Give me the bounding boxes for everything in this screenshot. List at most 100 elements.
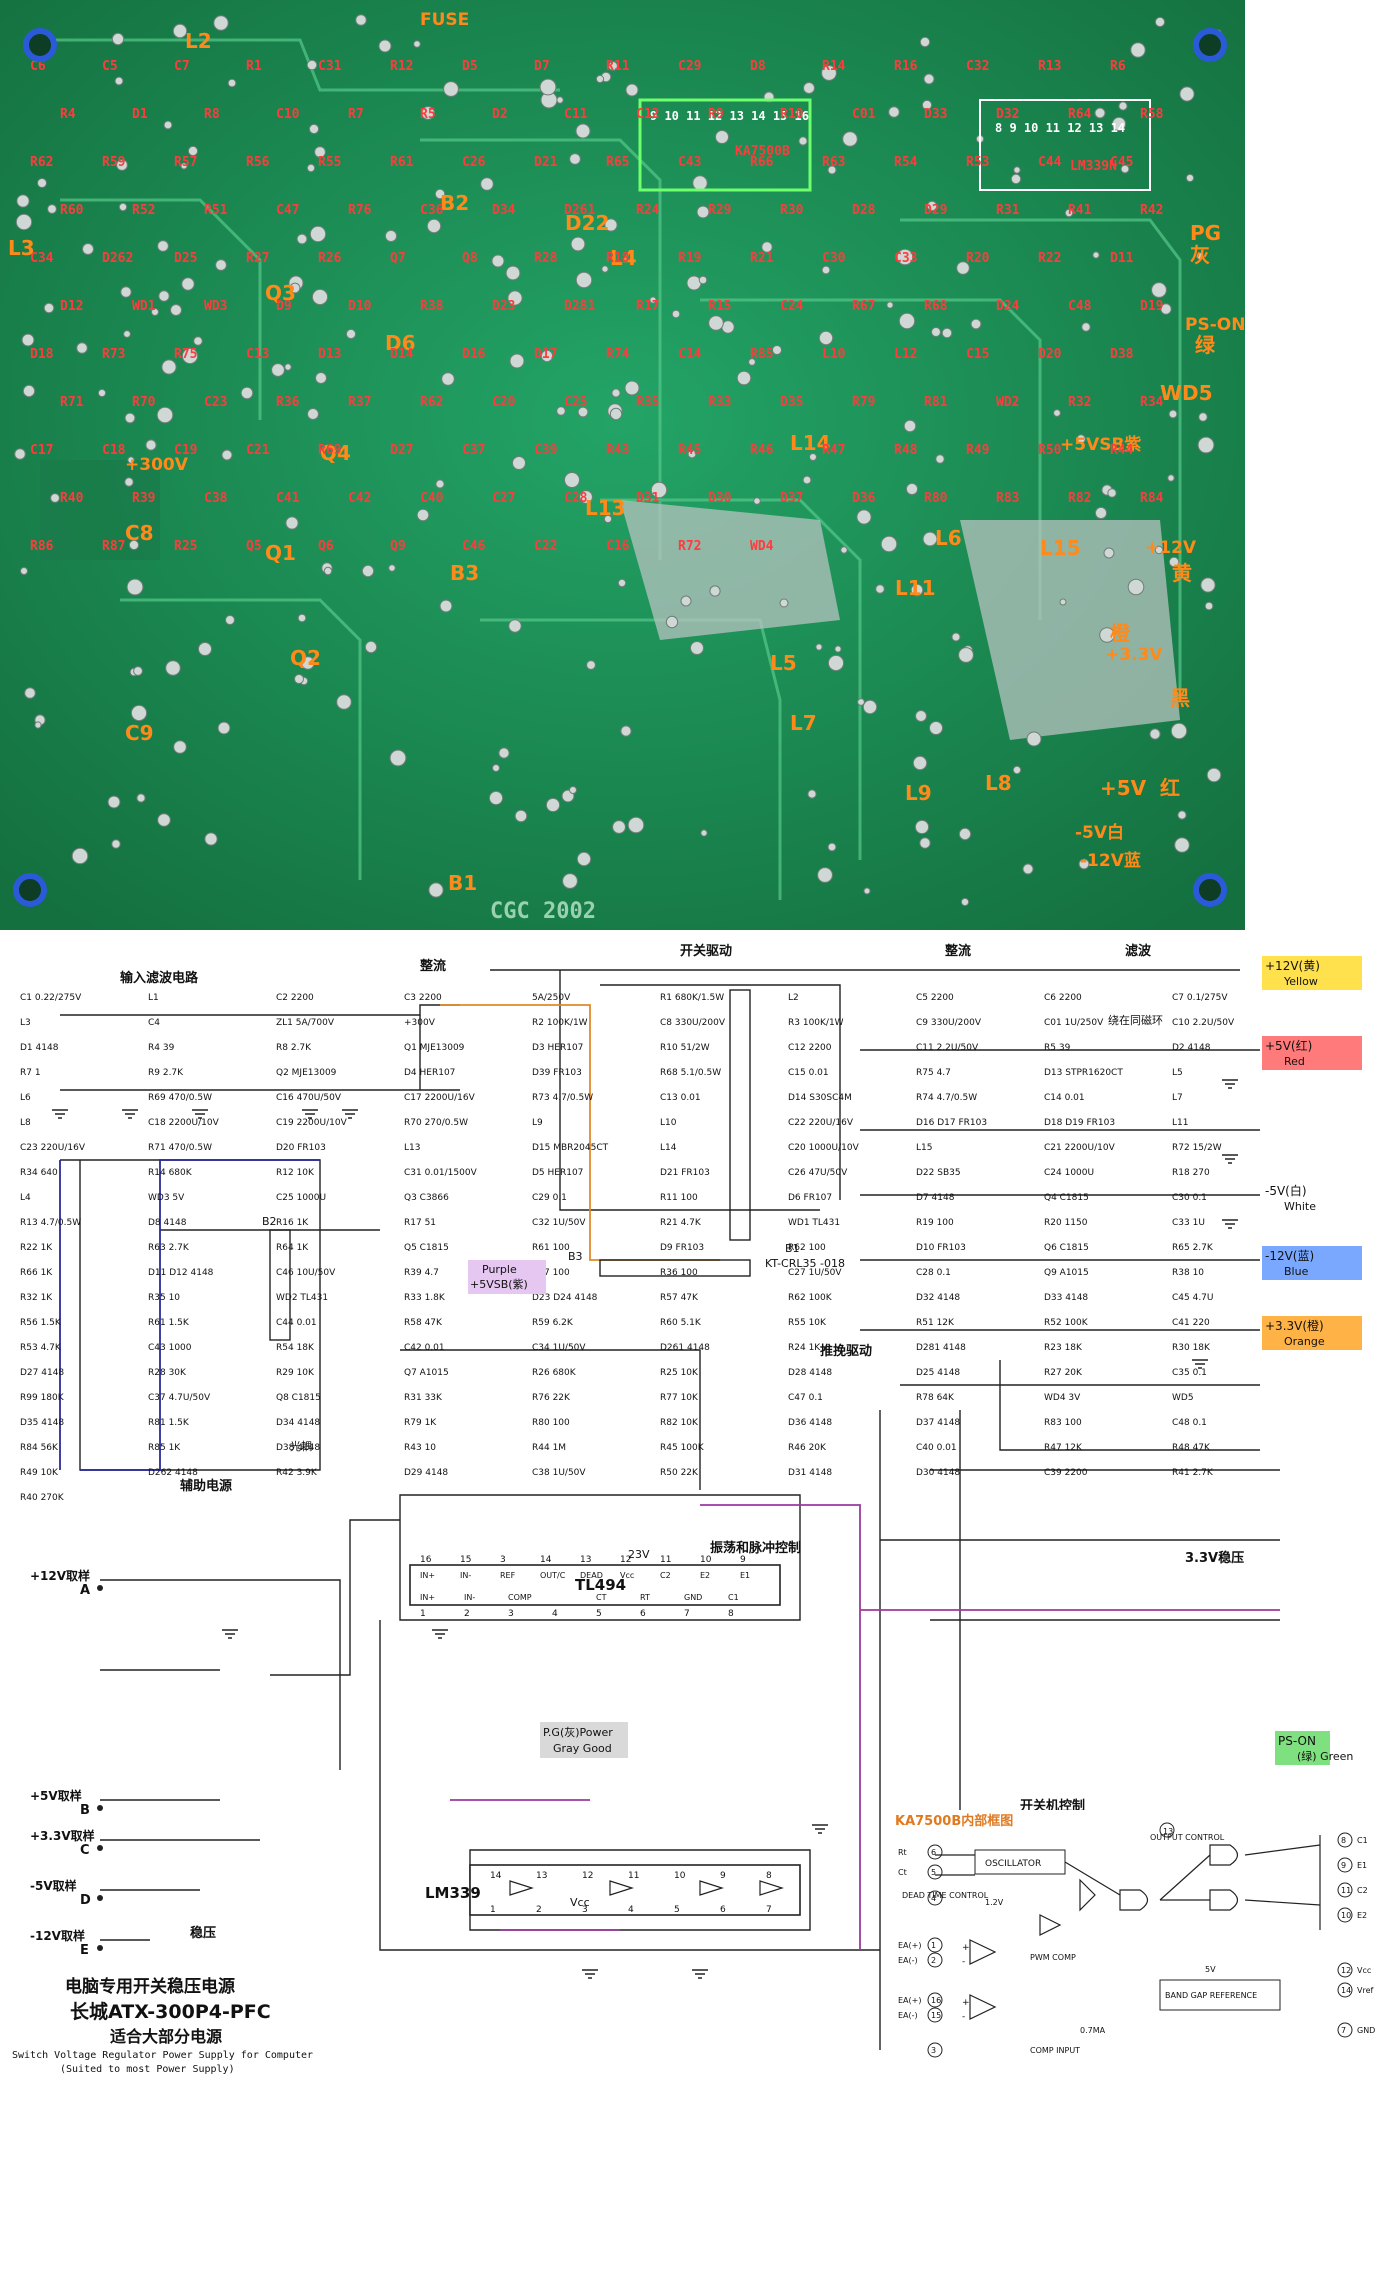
solder-pad	[289, 282, 301, 294]
pcb-red-label: C44	[1038, 155, 1062, 170]
schematic-part-label: R29 10K	[276, 1368, 315, 1378]
solder-pad	[612, 820, 626, 834]
block-left-pin	[927, 2042, 943, 2058]
output-tag-bg	[1262, 1246, 1362, 1280]
schematic-part-label: R49 10K	[20, 1468, 59, 1478]
pcb-red-label: R55	[318, 155, 341, 170]
solder-pad	[14, 448, 26, 460]
solder-pad	[314, 146, 326, 158]
solder-pad	[956, 261, 970, 275]
ground-symbol	[302, 1109, 318, 1119]
block-right-pin-num: 7	[1341, 2026, 1346, 2035]
solder-pad	[491, 254, 505, 268]
block-right-pin-num: 10	[1341, 1911, 1351, 1920]
solder-pad	[1154, 16, 1166, 28]
pcb-red-label: R40	[60, 491, 84, 506]
block-left-pin-name: EA(+)	[898, 1941, 921, 1950]
pcb-red-label: R7	[348, 107, 364, 122]
schematic-part-label: R4 39	[148, 1043, 175, 1053]
lm339-bottom-pin: 5	[674, 1905, 680, 1915]
schematic-part-label: R71 470/0.5W	[148, 1143, 212, 1153]
pcb-red-label: Q5	[246, 539, 262, 554]
tl494-top-pin: 9	[740, 1555, 746, 1565]
solder-pad	[306, 163, 316, 173]
pcb-red-label: R80	[924, 491, 948, 506]
schematic-part-label: C40 0.01	[916, 1443, 957, 1453]
solder-pad	[509, 353, 525, 369]
schematic-part-label: R46 20K	[788, 1443, 827, 1453]
solder-pad	[595, 74, 605, 84]
ground-symbol	[812, 1824, 828, 1834]
pcb-orange-label: +300V	[125, 455, 189, 475]
solder-pad	[498, 747, 510, 759]
pcb-board	[0, 0, 1245, 930]
solder-pad	[827, 842, 837, 852]
schematic-part-label: C11 2.2U/50V	[916, 1043, 979, 1053]
schematic-part-label: R31 33K	[404, 1393, 443, 1403]
solder-pad	[378, 39, 392, 53]
solder-pad	[692, 175, 708, 191]
schematic-part-label: C32 1U/50V	[532, 1218, 586, 1228]
pcb-red-label: Q8	[462, 251, 478, 266]
block-right-pin-name: C1	[1357, 1836, 1368, 1845]
schematic-part-label: R24 1K	[788, 1343, 821, 1353]
pcb-red-label: R45	[678, 443, 701, 458]
solder-pad	[508, 619, 522, 633]
block-right-pin-name: E1	[1357, 1861, 1367, 1870]
schematic-part-label: R28 30K	[148, 1368, 187, 1378]
pcb-red-label: R72	[678, 539, 701, 554]
section-reg33: 3.3V稳压	[1185, 1550, 1244, 1566]
output-tag-bg	[1275, 1731, 1330, 1765]
pin-row-b: 8 9 10 11 12 13 14	[995, 121, 1125, 135]
solder-pad	[172, 23, 188, 39]
schematic-part-label: C41 220	[1172, 1318, 1210, 1328]
pcb-red-label: C29	[678, 59, 701, 74]
tl494-bottom-name: IN-	[464, 1593, 475, 1602]
pcb-red-label: D10	[348, 299, 372, 314]
schematic-part-label: D23 D24 4148	[532, 1293, 598, 1303]
tl494-top-name: C2	[660, 1571, 671, 1580]
solder-pad	[625, 83, 639, 97]
solder-pad	[905, 482, 919, 496]
block-right-pin	[1337, 1832, 1353, 1848]
sample-node	[97, 1805, 103, 1811]
pcb-year-mark: CGC 2002	[490, 899, 596, 924]
solder-pad	[309, 225, 327, 243]
schematic-part-label: R1 680K/1.5W	[660, 993, 724, 1003]
solder-pad	[624, 380, 640, 396]
lm339-vcc: Vcc	[570, 1896, 590, 1909]
schematic-part-label: R38 10	[1172, 1268, 1204, 1278]
block-left-pin	[927, 1937, 943, 1953]
pcb-red-label: C22	[534, 539, 557, 554]
solder-pad	[958, 827, 972, 841]
solder-pad	[157, 813, 171, 827]
solder-pad	[512, 456, 526, 470]
schematic-part-label: D38 4148	[276, 1443, 320, 1453]
schematic-part-label: Q8 C1815	[276, 1393, 321, 1403]
block-left-pin	[927, 1952, 943, 1968]
solder-pad	[798, 136, 808, 146]
tl494-bottom-pin: 6	[640, 1609, 646, 1619]
pcb-red-label: D16	[462, 347, 486, 362]
solder-pad	[617, 578, 627, 588]
schematic-part-label: C26 47U/50V	[788, 1168, 848, 1178]
sample-label: +12V取样	[30, 1568, 90, 1583]
pcb-red-label: D281	[564, 299, 595, 314]
solder-pad	[361, 564, 375, 578]
pcb-red-label: R12	[390, 59, 413, 74]
pcb-red-label: R27	[246, 251, 269, 266]
lm339-comparator	[609, 1880, 634, 1896]
pcb-red-label: R24	[636, 203, 660, 218]
section-regulate: 稳压	[190, 1925, 216, 1941]
solder-pad	[126, 578, 144, 596]
schematic-part-label: R57 47K	[660, 1293, 699, 1303]
solder-pad	[294, 674, 304, 684]
schematic-part-label: WD1 TL431	[788, 1218, 840, 1228]
solder-pad	[1185, 173, 1195, 183]
solder-pad	[603, 514, 613, 524]
pcb-red-label: C33	[894, 251, 917, 266]
schematic-part-label: R16 1K	[276, 1218, 309, 1228]
schematic-part-label: R61 100	[532, 1243, 570, 1253]
pcb-red-label: D18	[30, 347, 54, 362]
solder-pad	[15, 213, 33, 231]
